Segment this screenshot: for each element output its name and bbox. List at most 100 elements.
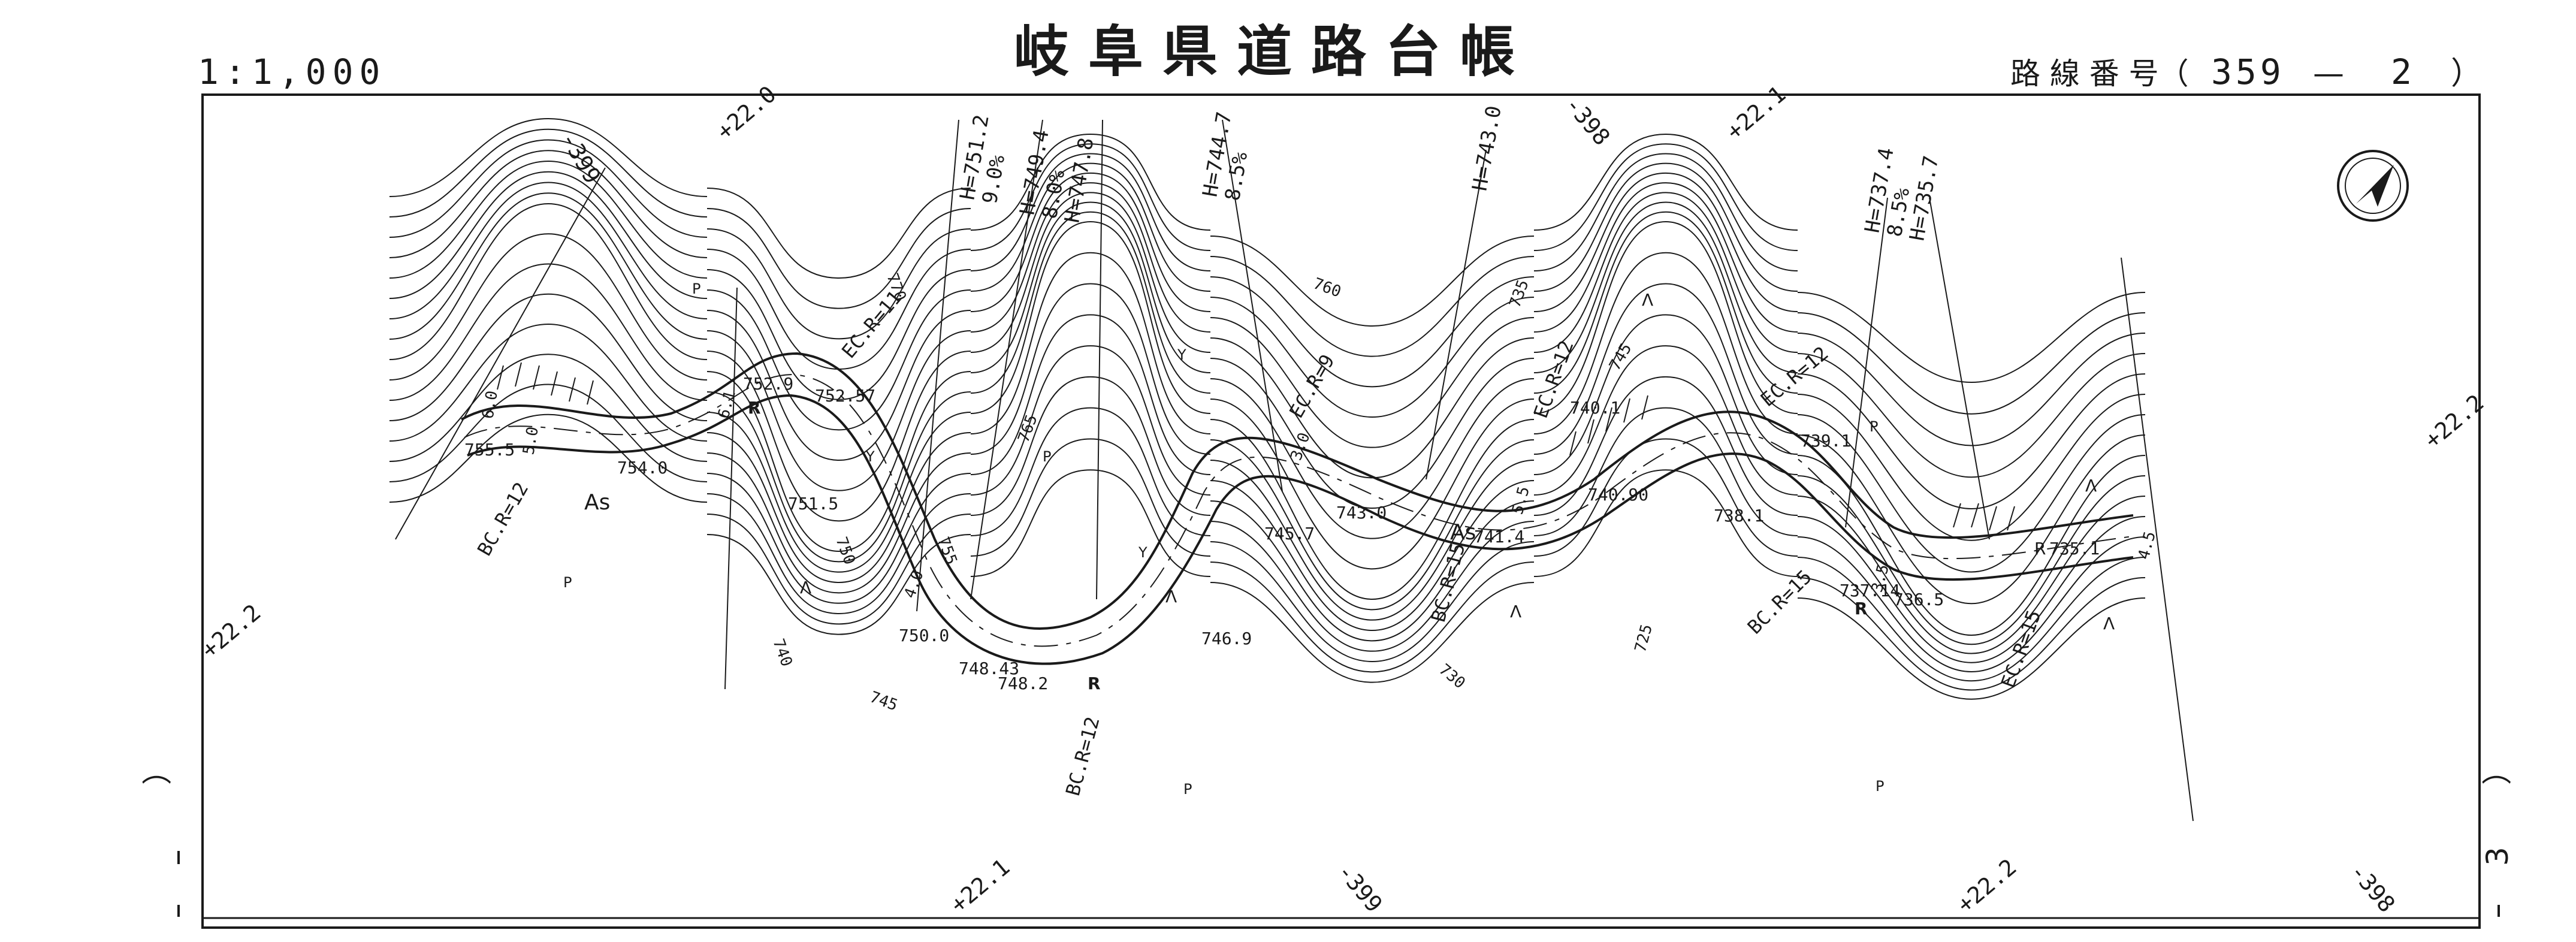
- contour-line: [1797, 455, 2146, 636]
- contour-line: [389, 150, 708, 258]
- elev-736-5: 736.5: [1894, 590, 1944, 609]
- contour-line: [1797, 557, 2146, 682]
- height-h4-line1: H=743.0: [1467, 104, 1506, 192]
- symbol-a-3: Λ: [2103, 614, 2115, 633]
- contour-line: [1797, 394, 2146, 541]
- contour-line: [970, 182, 1211, 333]
- symbol-a-2: Λ: [1642, 290, 1653, 310]
- contour-line: [970, 469, 1211, 577]
- contour-line: [1533, 143, 1798, 251]
- contour-line: [389, 384, 708, 482]
- contour-725: 725: [1632, 623, 1656, 654]
- cut-slope-hatch-3: [1953, 503, 2015, 531]
- contour-line: [706, 289, 971, 431]
- surface-as-1: As: [584, 490, 610, 515]
- road-width-6-0-a: 6.0: [479, 390, 502, 420]
- contour-line: [1210, 419, 1535, 600]
- contour-line: [706, 269, 971, 400]
- curve-bc-r15: BC.R=15: [1427, 541, 1470, 624]
- contour-740: 740: [769, 636, 795, 669]
- contour-line: [1210, 317, 1535, 448]
- road-edge-upper: [461, 352, 2134, 630]
- contour-line: [389, 293, 708, 421]
- contour-line: [1797, 475, 2146, 645]
- contour-line: [1210, 480, 1535, 632]
- route-close-paren: ）: [2451, 56, 2482, 92]
- contour-line: [706, 391, 971, 563]
- elev-748-2: 748.2: [998, 674, 1048, 693]
- contour-line: [389, 192, 708, 340]
- contour-line: [970, 162, 1211, 292]
- contour-line: [970, 345, 1211, 496]
- contour-730: 730: [1436, 660, 1469, 692]
- frame-label-top-220: +22.0: [712, 81, 781, 145]
- curve-bc-r15-mid: BC.R=15: [1743, 565, 1816, 638]
- contour-line: [1210, 500, 1535, 642]
- route-dash: —: [2313, 56, 2344, 92]
- symbol-r-1: R: [748, 398, 761, 418]
- contour-line: [389, 413, 708, 503]
- contour-line: [970, 376, 1211, 516]
- contour-line: [1533, 153, 1798, 271]
- symbol-p-4: P: [1183, 781, 1192, 798]
- contour-line: [970, 172, 1211, 312]
- symbol-a-5: Λ: [1510, 602, 1521, 621]
- contour-line: [1797, 597, 2146, 700]
- elev-751-5: 751.5: [788, 494, 838, 514]
- contour-line: [1210, 256, 1535, 357]
- elev-748-43: 748.43: [959, 659, 1019, 678]
- map-title: 岐 阜 県 道 路 台 帳: [1014, 20, 1515, 84]
- contour-line: [1210, 276, 1535, 388]
- scale-label: 1:1,000: [198, 52, 386, 92]
- contour-line: [1533, 469, 1798, 577]
- elev-755-5: 755.5: [464, 440, 515, 460]
- contour-line: [706, 371, 971, 552]
- contour-line: [1797, 373, 2146, 510]
- contour-line: [970, 192, 1211, 353]
- road-width-4-0-a: 4.0: [901, 568, 927, 600]
- route-sheet-number: 2: [2391, 52, 2412, 92]
- contour-line: [970, 153, 1211, 271]
- contour-750: 750: [832, 535, 858, 567]
- contour-line: [970, 211, 1211, 394]
- contour-line: [1210, 439, 1535, 611]
- curve-bc-r12-mid: BC.R=12: [1061, 714, 1104, 798]
- symbol-p-1: P: [692, 280, 700, 297]
- contour-line: [1533, 438, 1798, 557]
- contour-line: [1210, 541, 1535, 663]
- contour-line: [389, 263, 708, 401]
- contour-line: [389, 160, 708, 279]
- contour-line: [706, 249, 971, 370]
- contour-line: [389, 203, 708, 360]
- road-width-4-5-a: 4.5: [2135, 530, 2160, 561]
- contour-line: [1210, 358, 1535, 509]
- contour-line: [1533, 407, 1798, 536]
- frame-label-bottom-221: +22.1: [946, 854, 1015, 918]
- contour-line: [1533, 376, 1798, 516]
- contour-line: [970, 143, 1211, 251]
- contour-760: 760: [1311, 274, 1343, 301]
- frame-label-bottom-222: +22.2: [1952, 854, 2022, 918]
- contour-line: [1533, 201, 1798, 373]
- contour-line: [706, 228, 971, 340]
- page-number: 3: [2480, 847, 2515, 866]
- grid-lines: [395, 119, 2194, 822]
- frame-label-tl-399: -399: [555, 128, 606, 188]
- contour-line: [970, 314, 1211, 475]
- contour-line: [1797, 333, 2146, 446]
- elev-739-1: 739.1: [1801, 431, 1851, 451]
- symbol-p-5: P: [1876, 778, 1884, 795]
- curve-ec-r15: EC.R=15: [1997, 607, 2046, 691]
- symbol-p-6: P: [1870, 418, 1878, 435]
- contour-line: [970, 221, 1211, 414]
- contour-line: [389, 139, 708, 238]
- frame-label-bottom-399: -399: [1332, 859, 1388, 917]
- contour-line: [1797, 536, 2146, 673]
- contour-line: [1210, 236, 1535, 327]
- map-frame: [201, 93, 2481, 929]
- contour-line: [1533, 221, 1798, 414]
- frame-label-left-222: +22.2: [197, 599, 266, 663]
- contour-line: [1210, 582, 1535, 683]
- contour-line: [1533, 133, 1798, 231]
- elev-741-4: 741.4: [1474, 527, 1524, 547]
